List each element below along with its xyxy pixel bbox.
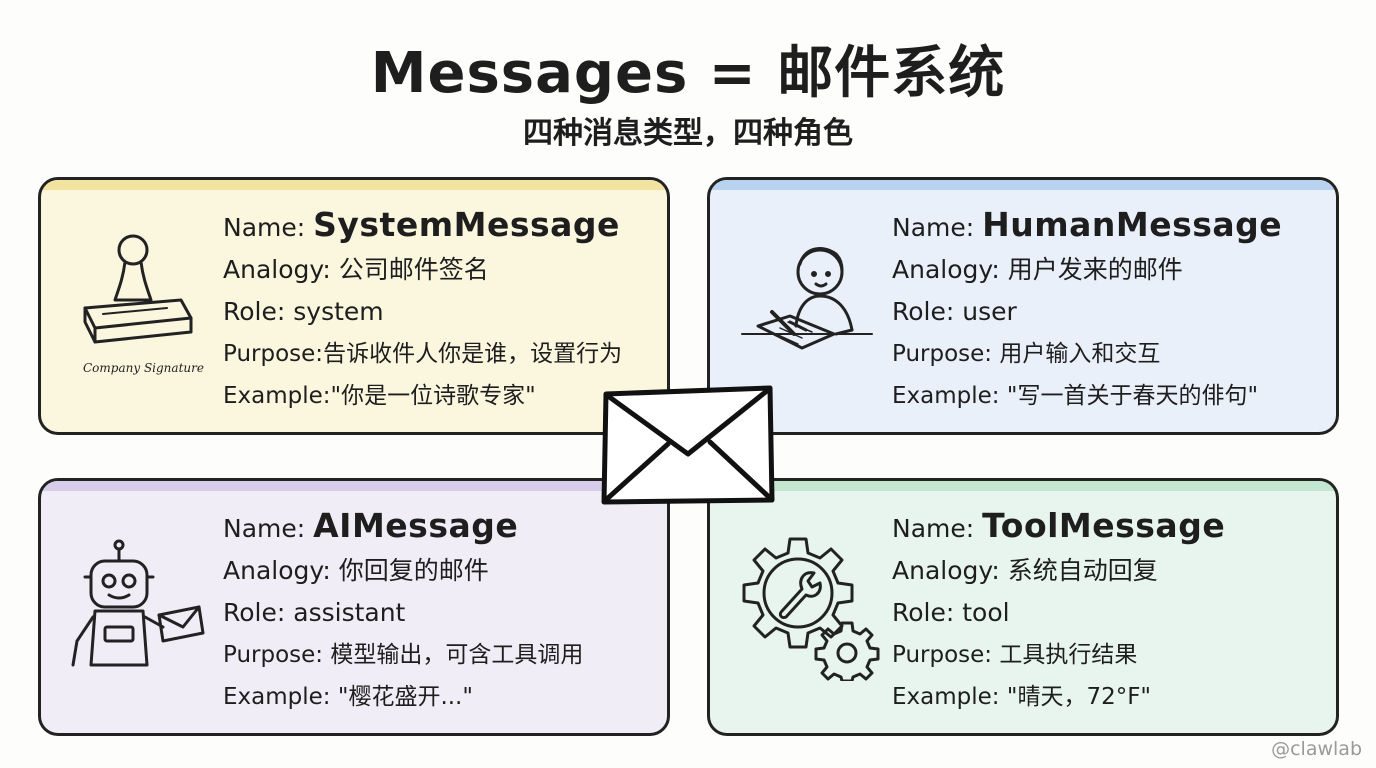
- analogy-value: 系统自动回复: [1007, 556, 1158, 585]
- stamp-icon: Company Signature: [83, 234, 204, 375]
- message-name: AIMessage: [313, 506, 519, 545]
- card-top-band: [710, 180, 1336, 190]
- example-value: "晴天，72°F": [1006, 684, 1152, 710]
- card-top-band: [41, 481, 667, 491]
- watermark: @clawlab: [1271, 738, 1362, 760]
- purpose-value: 告诉收件人你是谁，设置行为: [323, 341, 623, 367]
- role-value: system: [293, 297, 384, 326]
- purpose-label: Purpose:: [892, 642, 993, 668]
- ai-message-card: Name: AIMessage Analogy: 你回复的邮件 Role: as…: [38, 478, 670, 736]
- message-name: SystemMessage: [313, 205, 620, 244]
- analogy-value: 公司邮件签名: [338, 255, 489, 284]
- system-message-card: Company Signature Name: SystemMessage An…: [38, 177, 670, 435]
- card-top-band: [41, 180, 667, 190]
- role-label: Role:: [223, 598, 286, 627]
- purpose-label: Purpose:: [223, 341, 324, 367]
- name-label: Name:: [223, 514, 306, 543]
- analogy-label: Analogy:: [892, 556, 1000, 585]
- stamp-caption: Company Signature: [83, 361, 204, 375]
- role-label: Role:: [892, 598, 955, 627]
- role-value: assistant: [293, 598, 406, 627]
- analogy-value: 用户发来的邮件: [1007, 255, 1183, 284]
- page-subtitle: 四种消息类型，四种角色: [523, 116, 853, 151]
- name-label: Name:: [223, 213, 306, 242]
- page-title: Messages = 邮件系统: [370, 41, 1006, 106]
- robot-icon: [71, 539, 205, 667]
- role-value: tool: [962, 598, 1010, 627]
- analogy-label: Analogy:: [223, 556, 331, 585]
- person-writing-icon: [741, 247, 873, 350]
- envelope-icon: [601, 385, 775, 505]
- analogy-label: Analogy:: [892, 255, 1000, 284]
- purpose-value: 工具执行结果: [999, 642, 1138, 668]
- role-value: user: [962, 297, 1017, 326]
- example-label: Example:: [892, 684, 1000, 710]
- tool-message-card: Name: ToolMessage Analogy: 系统自动回复 Role: …: [707, 478, 1339, 736]
- example-value: "樱花盛开...": [337, 684, 473, 710]
- purpose-value: 用户输入和交互: [999, 341, 1161, 367]
- human-message-card: Name: HumanMessage Analogy: 用户发来的邮件 Role…: [707, 177, 1339, 435]
- purpose-label: Purpose:: [223, 642, 324, 668]
- analogy-value: 你回复的邮件: [338, 556, 489, 585]
- example-value: "写一首关于春天的俳句": [1006, 383, 1259, 409]
- gear-wrench-icon: [742, 537, 880, 681]
- name-label: Name:: [892, 514, 975, 543]
- card-top-band: [710, 481, 1336, 491]
- example-label: Example:: [892, 383, 1000, 409]
- example-value: "你是一位诗歌专家": [330, 383, 536, 409]
- message-name: HumanMessage: [982, 205, 1283, 244]
- analogy-label: Analogy:: [223, 255, 331, 284]
- purpose-label: Purpose:: [892, 341, 993, 367]
- role-label: Role:: [223, 297, 286, 326]
- purpose-value: 模型输出，可含工具调用: [330, 642, 584, 668]
- example-label: Example:: [223, 684, 331, 710]
- name-label: Name:: [892, 213, 975, 242]
- message-name: ToolMessage: [982, 506, 1226, 545]
- role-label: Role:: [892, 297, 955, 326]
- example-label: Example:: [223, 383, 331, 409]
